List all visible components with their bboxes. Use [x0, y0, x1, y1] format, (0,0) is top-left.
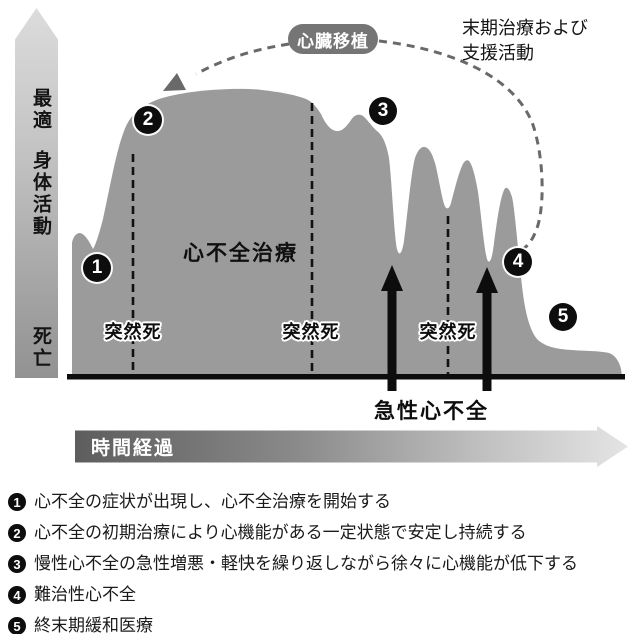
legend-item-2: 2 心不全の初期治療により心機能がある一定状態で安定し持続する — [8, 523, 636, 543]
legend-marker-4: 4 — [8, 586, 26, 604]
end-stage-note: 末期治療および 支援活動 — [462, 16, 588, 66]
end-stage-note-line1: 末期治療および — [462, 18, 588, 38]
legend-marker-3: 3 — [8, 555, 26, 573]
marker-1: 1 — [83, 254, 111, 282]
legend: 1 心不全の症状が出現し、心不全治療を開始する 2 心不全の初期治療により心機能… — [8, 492, 636, 634]
y-axis-arrow — [15, 8, 58, 378]
legend-text-2: 心不全の初期治療により心機能がある一定状態で安定し持続する — [34, 523, 527, 542]
transplant-arc-left — [195, 42, 290, 76]
legend-marker-2: 2 — [8, 524, 26, 542]
sudden-death-label-3: 突然死 — [419, 322, 477, 342]
sudden-death-label-2: 突然死 — [282, 322, 340, 342]
marker-4: 4 — [504, 248, 532, 276]
marker-3: 3 — [369, 97, 397, 125]
legend-marker-1: 1 — [8, 493, 26, 511]
treatment-area-label: 心不全治療 — [183, 242, 298, 265]
legend-text-3: 慢性心不全の急性増悪・軽快を繰り返しながら徐々に心機能が低下する — [34, 554, 578, 573]
legend-text-5: 終末期緩和医療 — [34, 616, 153, 634]
legend-item-1: 1 心不全の症状が出現し、心不全治療を開始する — [8, 492, 636, 512]
y-axis-label-physical-activity: 身体活動 — [30, 150, 51, 238]
end-stage-note-line2: 支援活動 — [462, 43, 534, 63]
y-axis-label-death: 死亡 — [30, 326, 51, 370]
acute-event-arrow-1 — [381, 265, 403, 391]
legend-item-3: 3 慢性心不全の急性増悪・軽快を繰り返しながら徐々に心機能が低下する — [8, 554, 636, 574]
transplant-arc-right — [378, 39, 544, 252]
time-arrow-label: 時間経過 — [91, 438, 176, 459]
legend-item-4: 4 難治性心不全 — [8, 585, 636, 605]
legend-marker-5: 5 — [8, 617, 26, 634]
sudden-death-label-1: 突然死 — [104, 322, 162, 342]
legend-item-5: 5 終末期緩和医療 — [8, 616, 636, 634]
legend-text-1: 心不全の症状が出現し、心不全治療を開始する — [34, 492, 391, 511]
legend-text-4: 難治性心不全 — [34, 585, 136, 604]
transplant-arrowhead-icon — [163, 73, 186, 91]
trajectory-chart — [67, 39, 625, 391]
transplant-badge: 心臓移植 — [288, 24, 378, 54]
baseline-axis — [67, 374, 625, 380]
acute-event-arrow-2 — [476, 267, 498, 391]
time-arrow: 時間経過 — [75, 426, 628, 467]
y-axis-label-optimal: 最適 — [30, 88, 51, 132]
acute-heart-failure-label: 急性心不全 — [374, 400, 489, 423]
marker-2: 2 — [134, 106, 162, 134]
marker-5: 5 — [549, 303, 577, 331]
